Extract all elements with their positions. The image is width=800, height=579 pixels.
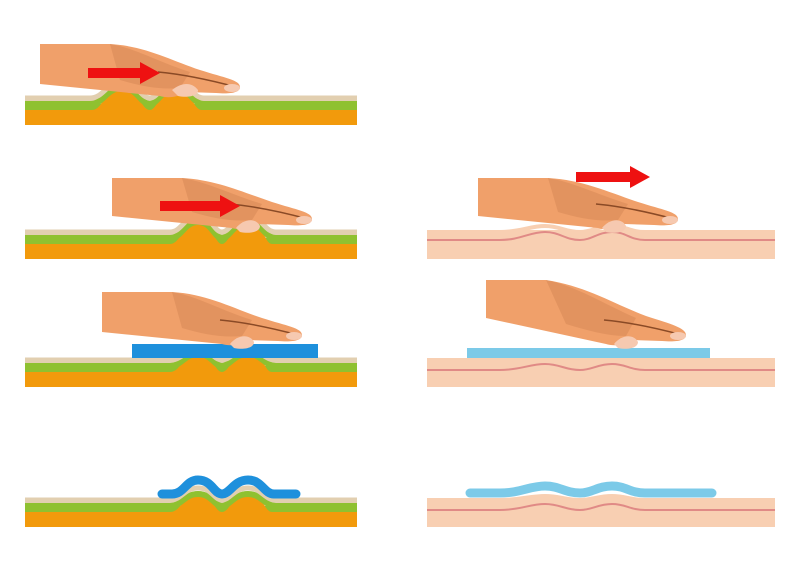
hand-icon (478, 178, 678, 233)
stiff-film (132, 344, 318, 358)
right-arrow-icon (88, 62, 160, 84)
right-arrow-icon (576, 166, 650, 188)
conformed-soft-film (465, 481, 717, 498)
right-step-1 (427, 166, 775, 259)
left-step-3 (25, 292, 357, 387)
right-step-3 (427, 481, 775, 527)
right-arrow-icon (160, 195, 240, 217)
right-step-2 (427, 280, 775, 387)
left-substrate-4 (25, 485, 357, 527)
left-step-2 (25, 178, 357, 259)
conformed-stiff-film (157, 475, 301, 499)
hand-icon (102, 292, 302, 349)
right-substrate-1 (427, 223, 775, 259)
left-step-1 (25, 44, 357, 125)
right-substrate-3 (427, 493, 775, 527)
right-column (427, 166, 775, 527)
hand-icon (486, 280, 686, 349)
left-column (25, 44, 357, 527)
right-substrate-2 (427, 353, 775, 387)
soft-film (467, 348, 710, 358)
left-step-4 (25, 475, 357, 527)
